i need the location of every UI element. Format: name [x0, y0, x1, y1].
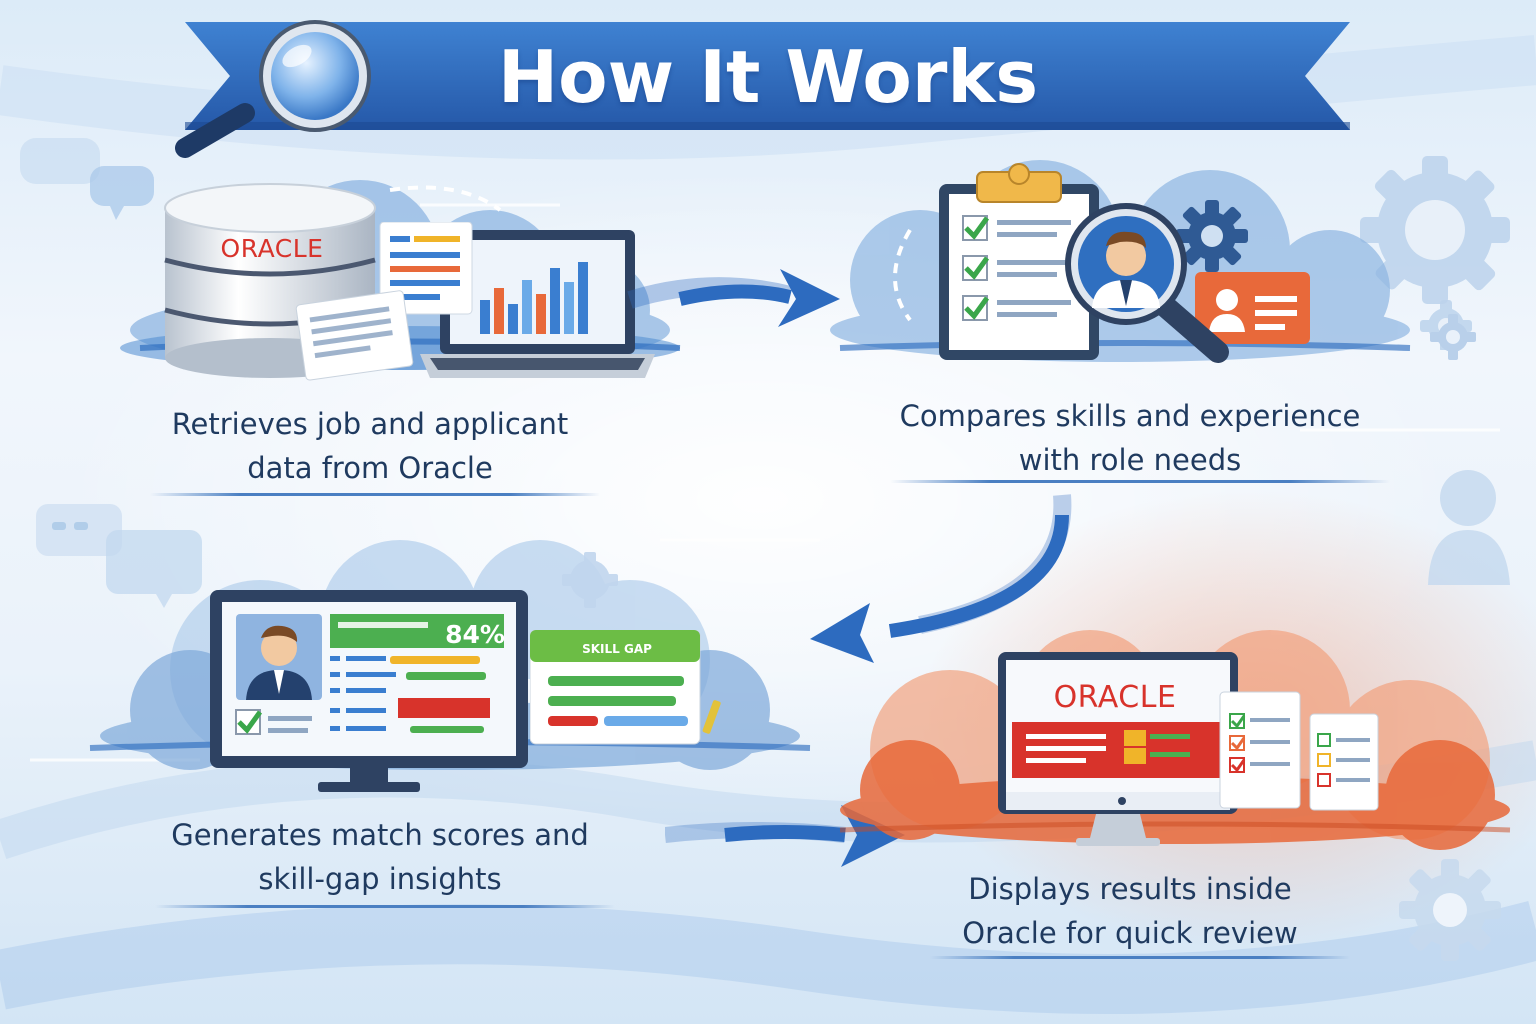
- chat-bubble-icon: [20, 138, 154, 220]
- step4-caption: Displays results inside Oracle for quick…: [880, 867, 1380, 955]
- id-card-icon: [1195, 272, 1310, 344]
- profile-magnifier-icon: [1065, 203, 1229, 363]
- step2-caption-line1: Compares skills and experience: [899, 399, 1361, 433]
- document-icon: [295, 222, 473, 381]
- step2-caption-line2: with role needs: [1018, 443, 1242, 477]
- chat-bubble-icon: [36, 504, 202, 608]
- skill-gap-label: SKILL GAP: [582, 642, 652, 656]
- step4-caption-line2: Oracle for quick review: [962, 916, 1298, 950]
- oracle-monitor-icon: [998, 652, 1238, 846]
- gear-icon: [1360, 156, 1510, 350]
- magnifier-icon: [175, 20, 371, 158]
- arrow-icon: [810, 494, 1072, 663]
- divider: [890, 480, 1390, 483]
- gear-icon: [1399, 859, 1501, 961]
- step4-caption-line1: Displays results inside: [968, 872, 1292, 906]
- divider: [150, 493, 600, 496]
- step1-caption: Retrieves job and applicant data from Or…: [120, 402, 620, 490]
- divider: [155, 905, 615, 908]
- step1-caption-line1: Retrieves job and applicant: [171, 407, 569, 441]
- monitor-profile-icon: [210, 590, 528, 792]
- gear-icon: [1176, 200, 1248, 272]
- page-title: How It Works: [497, 35, 1039, 119]
- clipboard-checklist-icon: [939, 163, 1099, 360]
- divider: [930, 956, 1350, 959]
- oracle-logo-text: ORACLE: [220, 234, 324, 263]
- title-banner: [185, 22, 1350, 130]
- arrow-icon: [627, 269, 840, 327]
- step1-caption-line2: data from Oracle: [247, 451, 493, 485]
- person-silhouette-icon: [1428, 470, 1510, 585]
- match-score: 84%: [445, 620, 505, 649]
- step3-caption-line1: Generates match scores and: [171, 818, 589, 852]
- skill-gap-card-icon: [530, 630, 721, 745]
- oracle-logo-text: ORACLE: [1053, 680, 1177, 715]
- step3-caption: Generates match scores and skill-gap ins…: [130, 813, 630, 901]
- gear-icon: [1430, 314, 1476, 360]
- laptop-chart-icon: [420, 230, 655, 378]
- document-icon: [1219, 691, 1379, 811]
- step3-caption-line2: skill-gap insights: [258, 862, 502, 896]
- step2-caption: Compares skills and experience with role…: [880, 394, 1380, 482]
